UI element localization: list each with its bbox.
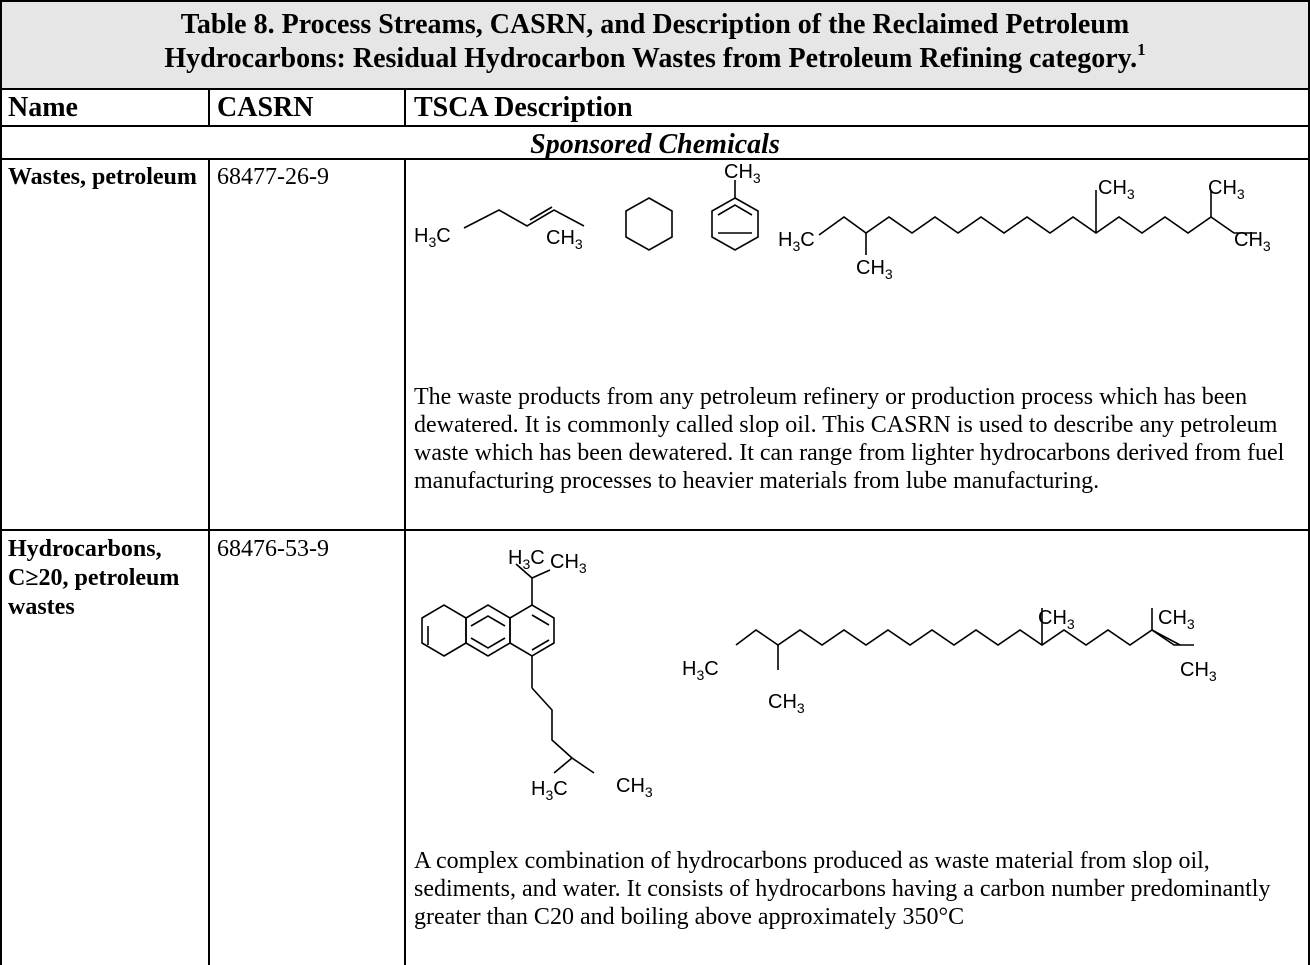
rule-title [0,88,1310,90]
row-2-description: A complex combination of hydrocarbons pr… [414,848,1271,930]
title-background [2,2,1308,88]
row-2-isopentyl-h3c: H3C [531,778,568,803]
row-1-h3c-label: H3C [414,225,451,250]
row-1-alkane-ch3-a: CH3 [856,257,893,282]
header-name: Name [8,92,78,123]
col-divider-2 [404,158,406,965]
row-1-alkane-h3c: H3C [778,229,815,254]
title-footnote: 1 [1137,40,1146,59]
border-top [0,0,1310,2]
row-1-alkane-ch3-c: CH3 [1208,177,1245,202]
header-tsca-description: TSCA Description [414,92,633,123]
row-2-alkane-h3c: H3C [682,658,719,683]
row-2-isopropyl-h3c: H3C [508,547,545,572]
row-1-name: Wastes, petroleum [8,164,197,190]
row-1-alkane-ch3-b: CH3 [1098,177,1135,202]
section-sponsored-chemicals: Sponsored Chemicals [530,129,780,160]
rule-header [0,125,1310,127]
title-line-1: Table 8. Process Streams, CASRN, and Des… [180,9,1130,40]
col-divider-1-header [208,88,210,127]
row-2-alkane-ch3-b: CH3 [1038,607,1075,632]
row-2-alkane-ch3-d: CH3 [1180,659,1217,684]
row-2-structures: H3C CH3 H3C CH3 H3C CH3 CH3 CH3 CH3 [421,547,1217,803]
title-line-2: Hydrocarbons: Residual Hydrocarbon Waste… [2,40,1308,76]
row-2-alkane-ch3-a: CH3 [768,691,805,716]
row-1-description: The waste products from any petroleum re… [414,384,1285,494]
row-2-isopentyl-ch3: CH3 [616,775,653,800]
table-title: Table 8. Process Streams, CASRN, and Des… [2,8,1308,76]
row-2-isopropyl-ch3: CH3 [550,551,587,576]
title-line-2-text: Hydrocarbons: Residual Hydrocarbon Waste… [164,43,1138,74]
row-1-alkane-ch3-d: CH3 [1234,229,1271,254]
row-1-toluene-ch3: CH3 [724,161,761,186]
row-1-casrn: 68477-26-9 [217,164,329,190]
col-divider-1 [208,158,210,965]
row-2-name: Hydrocarbons, C≥20, petroleum wastes [8,536,180,620]
border-right [1308,0,1310,965]
header-casrn: CASRN [217,92,314,123]
border-left [0,0,2,965]
rule-section [0,158,1310,160]
rule-row-1 [0,529,1310,531]
row-1-ch3-label: CH3 [546,227,583,252]
col-divider-2-header [404,88,406,127]
row-2-alkane-ch3-c: CH3 [1158,607,1195,632]
row-2-casrn: 68476-53-9 [217,536,329,562]
row-1-structures: H3C CH3 CH3 H3C CH3 CH3 CH3 CH3 [414,161,1271,282]
